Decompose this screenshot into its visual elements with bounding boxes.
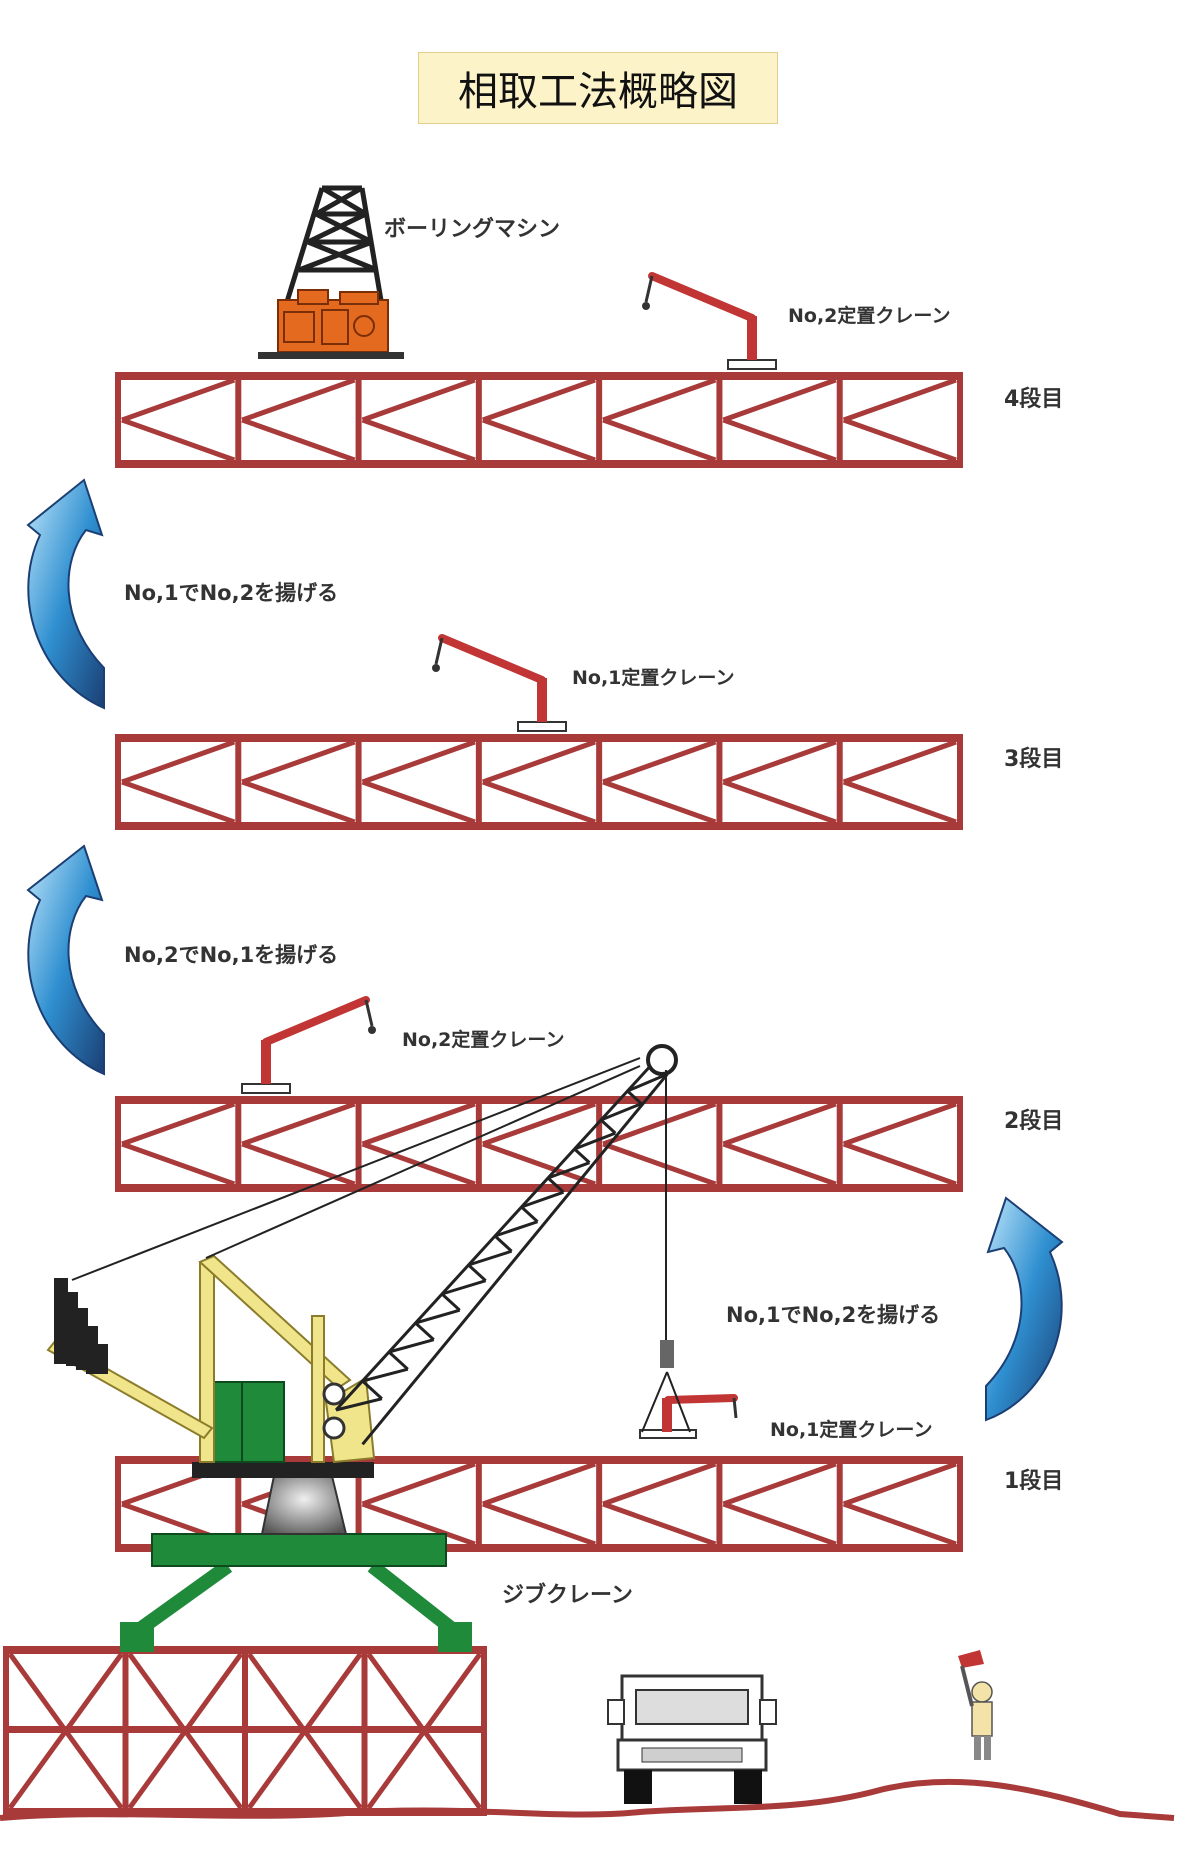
label-boring-machine: ボーリングマシン: [384, 216, 560, 242]
arrow-lift-left-top: [26, 478, 105, 710]
label-arrow-right: No,1でNo,2を揚げる: [726, 1303, 940, 1327]
fixed-crane-no2-tier2: [241, 996, 376, 1094]
worker-figure: [958, 1650, 993, 1760]
ground-line: [0, 1778, 1175, 1821]
diagram-title: 相取工法概略図: [418, 52, 778, 124]
label-crane-tier4: No,2定置クレーン: [788, 304, 950, 327]
fixed-crane-no2-tier4: [642, 272, 777, 370]
label-tier2: 2段目: [1004, 1108, 1063, 1134]
arrow-lift-right: [985, 1196, 1064, 1422]
label-arrow-left-top: No,1でNo,2を揚げる: [124, 581, 338, 605]
dump-truck: [607, 1674, 777, 1804]
label-crane-tier1: No,1定置クレーン: [770, 1418, 932, 1441]
label-tier3: 3段目: [1004, 746, 1063, 772]
truss-tier3: [115, 734, 963, 830]
truss-base-scaffold: [3, 1646, 487, 1816]
jib-crane: [46, 1044, 691, 1652]
fixed-crane-no1-tier1: [639, 1394, 738, 1439]
arrow-lift-left-mid: [26, 844, 105, 1076]
label-crane-tier3: No,1定置クレーン: [572, 666, 734, 689]
label-arrow-left-mid: No,2でNo,1を揚げる: [124, 943, 338, 967]
boring-machine: [258, 185, 404, 359]
label-tier1: 1段目: [1004, 1468, 1063, 1494]
label-jib-crane: ジブクレーン: [502, 1582, 633, 1608]
label-crane-tier2: No,2定置クレーン: [402, 1028, 564, 1051]
label-tier4: 4段目: [1004, 386, 1063, 412]
fixed-crane-no1-tier3: [432, 634, 567, 732]
truss-tier4: [115, 372, 963, 468]
